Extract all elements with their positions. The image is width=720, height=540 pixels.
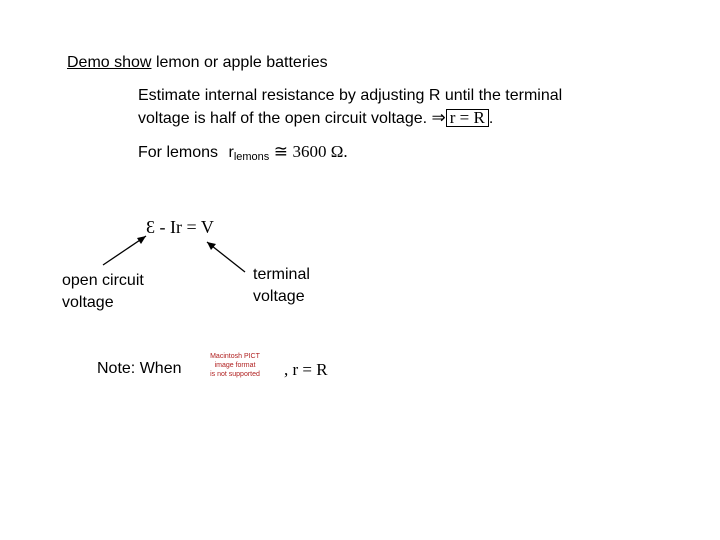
lemons-subscript: lemons (233, 151, 270, 163)
lemons-label: For lemons (138, 144, 219, 161)
terminal-line-2: voltage (253, 288, 305, 305)
pict-line-1: Macintosh PICT (210, 353, 260, 360)
pict-placeholder-icon: Macintosh PICT image format is not suppo… (207, 352, 263, 386)
demo-topic: lemon or apple batteries (155, 54, 328, 71)
estimate-text: voltage is half of the open circuit volt… (138, 110, 428, 127)
approx-symbol: ≅ (273, 142, 288, 161)
demo-show-label: Demo show (67, 54, 152, 71)
emf-equation: Ɛ - Ir = V (146, 217, 214, 237)
boxed-result: r = R (445, 109, 489, 127)
arrow-open-circuit (102, 235, 147, 266)
resistance-value: 3600 Ω. (292, 142, 348, 161)
demo-heading: Demo show lemon or apple batteries (67, 54, 328, 72)
note-label: Note: When (97, 360, 182, 377)
result-period: . (488, 110, 494, 127)
terminal-label: terminal voltage (253, 264, 310, 308)
arrow-head-left (137, 236, 146, 244)
implies-symbol: ⇒ (431, 108, 446, 127)
terminal-line-1: terminal (253, 266, 310, 283)
pict-line-3: is not supported (210, 371, 260, 378)
note-result: , r = R (284, 360, 328, 379)
pict-line-2: image format (214, 362, 256, 369)
open-circuit-label: open circuit voltage (62, 270, 144, 314)
estimate-line-1: Estimate internal resistance by adjustin… (138, 87, 563, 104)
lemons-resistance: For lemons rlemons ≅ 3600 Ω. (138, 142, 348, 163)
open-circuit-line-2: voltage (62, 294, 114, 311)
open-circuit-line-1: open circuit (62, 272, 144, 289)
arrow-head-right (207, 242, 216, 250)
estimate-line-2: voltage is half of the open circuit volt… (138, 108, 493, 128)
r-symbol: r (228, 144, 234, 161)
